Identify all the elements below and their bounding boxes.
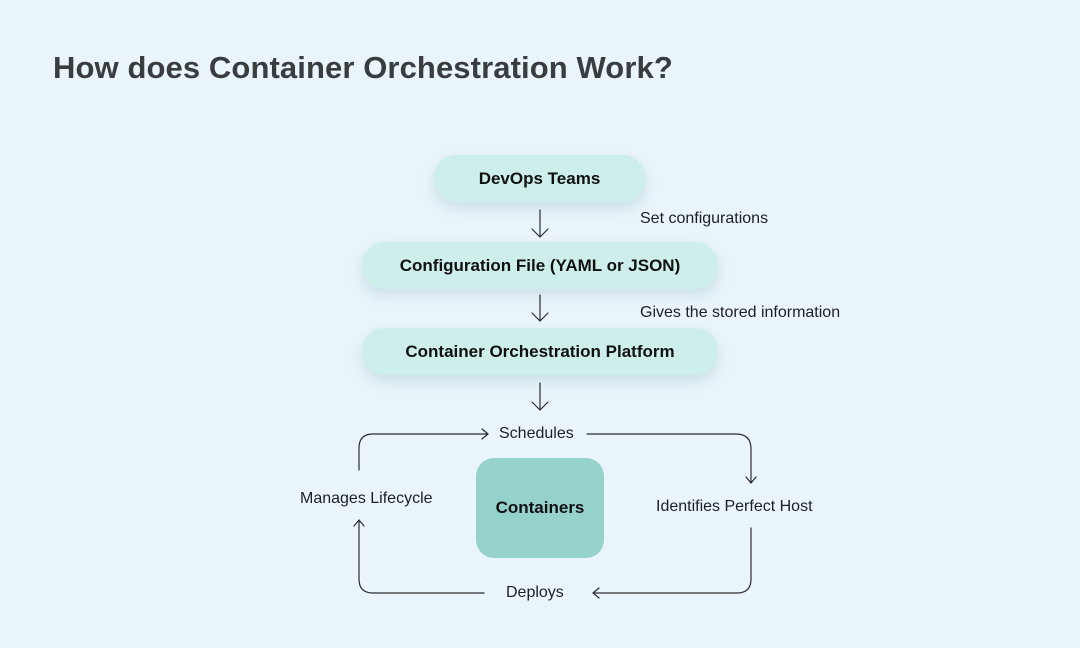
arrow-schedules-to-host bbox=[586, 433, 757, 484]
cycle-label-identifies-perfect-host: Identifies Perfect Host bbox=[656, 498, 813, 515]
node-orchestration-platform-label: Container Orchestration Platform bbox=[405, 341, 675, 361]
arrow-platform-to-cycle bbox=[531, 382, 549, 411]
arrow-devops-to-config bbox=[531, 209, 549, 238]
node-orchestration-platform: Container Orchestration Platform bbox=[362, 328, 718, 375]
node-devops-teams: DevOps Teams bbox=[434, 155, 645, 202]
cycle-label-deploys: Deploys bbox=[506, 584, 564, 601]
arrow-lifecycle-to-schedules bbox=[358, 428, 489, 471]
arrow-deploys-to-lifecycle bbox=[353, 519, 485, 594]
arrow-config-to-platform bbox=[531, 294, 549, 322]
node-configuration-file: Configuration File (YAML or JSON) bbox=[362, 242, 718, 289]
node-containers: Containers bbox=[476, 458, 604, 558]
arrow-host-to-deploys bbox=[592, 527, 752, 599]
cycle-label-schedules: Schedules bbox=[499, 425, 574, 442]
cycle-label-manages-lifecycle: Manages Lifecycle bbox=[300, 490, 433, 507]
node-configuration-file-label: Configuration File (YAML or JSON) bbox=[399, 255, 681, 275]
edge-label-gives-stored-information: Gives the stored information bbox=[640, 304, 841, 321]
page-title: How does Container Orchestration Work? bbox=[53, 50, 673, 85]
node-containers-label: Containers bbox=[495, 498, 585, 517]
node-devops-teams-label: DevOps Teams bbox=[478, 168, 601, 188]
edge-label-set-configurations: Set configurations bbox=[640, 210, 769, 227]
